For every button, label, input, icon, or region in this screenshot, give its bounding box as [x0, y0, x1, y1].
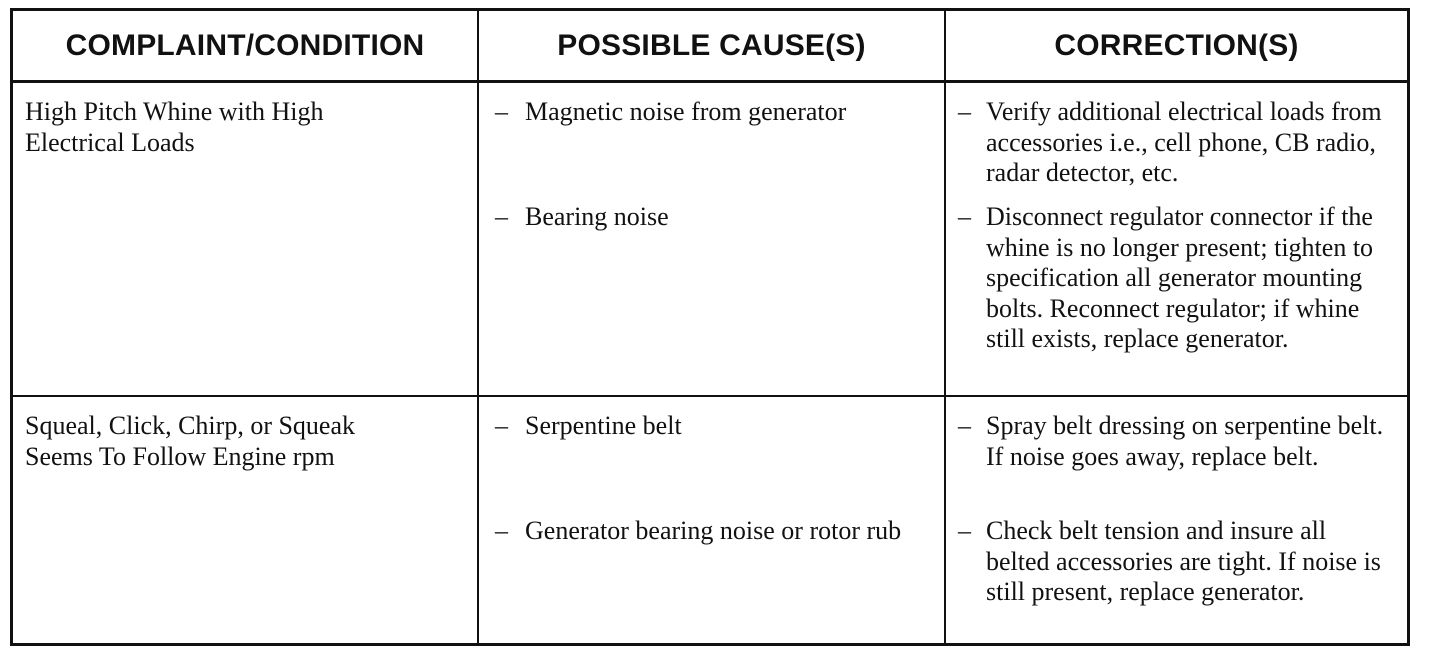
- dash-marker: –: [958, 411, 971, 440]
- dash-marker: –: [495, 97, 508, 126]
- row-1-corrections: – Verify additional electrical loads fro…: [946, 83, 1407, 397]
- correction-item: – Verify additional electrical loads fro…: [958, 97, 1393, 202]
- correction-text: Disconnect regulator connector if the wh…: [986, 202, 1374, 353]
- correction-item: – Disconnect regulator connector if the …: [958, 202, 1393, 355]
- header-correction: CORRECTION(S): [946, 11, 1407, 83]
- complaint-text: High Pitch Whine with High Electrical Lo…: [25, 97, 324, 157]
- header-complaint: COMPLAINT/CONDITION: [13, 11, 479, 83]
- cause-text: Serpentine belt: [525, 411, 682, 440]
- dash-marker: –: [958, 97, 971, 126]
- row-1-causes: – Magnetic noise from generator – Bearin…: [479, 83, 946, 397]
- cause-text: Bearing noise: [525, 202, 669, 231]
- dash-marker: –: [958, 516, 971, 545]
- row-2-corrections: – Spray belt dressing on serpentine belt…: [946, 397, 1407, 643]
- row-2-causes: – Serpentine belt – Generator bearing no…: [479, 397, 946, 643]
- dash-marker: –: [958, 202, 971, 231]
- cause-text: Generator bearing noise or rotor rub: [525, 516, 902, 545]
- dash-marker: –: [495, 516, 508, 545]
- cause-item: – Magnetic noise from generator: [495, 97, 930, 202]
- correction-text: Check belt tension and insure all belted…: [986, 516, 1381, 606]
- correction-text: Spray belt dressing on serpentine belt. …: [986, 411, 1384, 471]
- cause-item: – Bearing noise: [495, 202, 930, 233]
- header-cause: POSSIBLE CAUSE(S): [479, 11, 946, 83]
- row-1-complaint: High Pitch Whine with High Electrical Lo…: [13, 83, 479, 397]
- diagnosis-table: COMPLAINT/CONDITION POSSIBLE CAUSE(S) CO…: [10, 8, 1410, 646]
- correction-item: – Spray belt dressing on serpentine belt…: [958, 411, 1393, 516]
- correction-text: Verify additional electrical loads from …: [986, 97, 1382, 187]
- correction-item: – Check belt tension and insure all belt…: [958, 516, 1393, 608]
- cause-item: – Generator bearing noise or rotor rub: [495, 516, 930, 547]
- cause-item: – Serpentine belt: [495, 411, 930, 516]
- complaint-text: Squeal, Click, Chirp, or Squeak Seems To…: [25, 411, 356, 471]
- row-2-complaint: Squeal, Click, Chirp, or Squeak Seems To…: [13, 397, 479, 643]
- cause-text: Magnetic noise from generator: [525, 97, 847, 126]
- dash-marker: –: [495, 202, 508, 231]
- dash-marker: –: [495, 411, 508, 440]
